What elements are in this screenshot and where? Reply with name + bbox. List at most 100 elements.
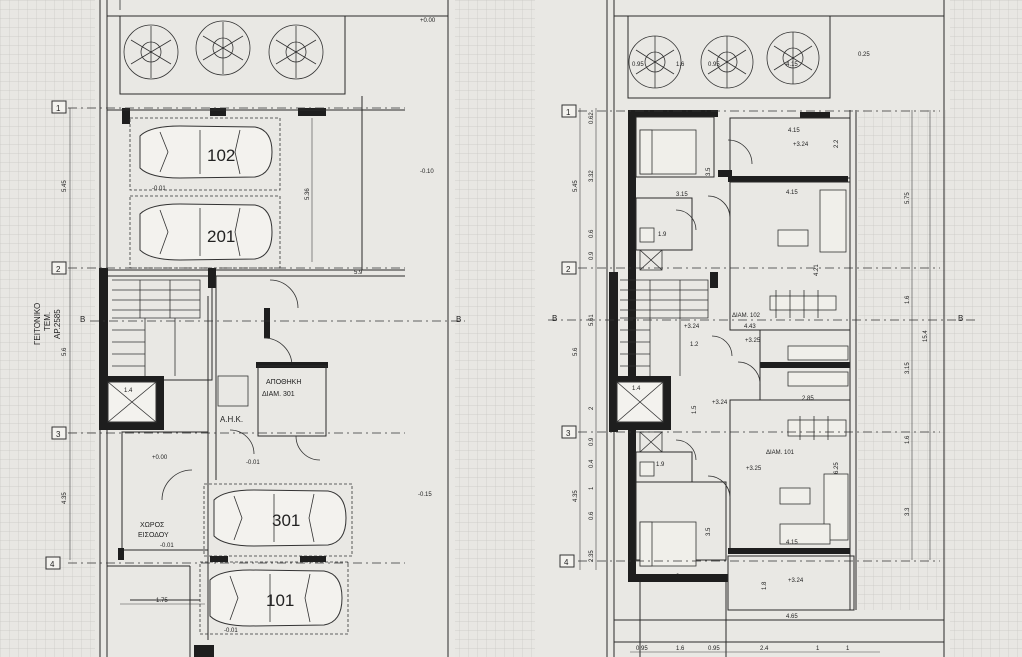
dim-label: 1.6	[905, 295, 911, 304]
car-label-201: 201	[207, 227, 235, 246]
level-mark: -0.15	[418, 492, 432, 498]
dim-label: 3.5	[706, 527, 712, 536]
svg-text:ΓΕΙΤΟΝΙΚΟ: ΓΕΙΤΟΝΙΚΟ	[33, 303, 42, 345]
dim-label: 1	[846, 646, 850, 652]
dim-label: 5.75	[905, 192, 911, 204]
dim-label: 1.5	[692, 405, 698, 414]
dim-label: 0.25	[858, 52, 870, 58]
dim-label: 6.25	[834, 462, 840, 474]
dim-label: 5.6	[62, 347, 68, 356]
dim-label: 0.6	[589, 511, 595, 520]
dim-label: 1.8	[762, 581, 768, 590]
entrance-label-2: ΕΙΣΟΔΟΥ	[138, 532, 169, 539]
level-mark: +3.24	[712, 400, 728, 406]
lift-dim: 1.4	[124, 388, 133, 394]
car-label-101: 101	[266, 591, 294, 610]
car-101-icon	[209, 569, 343, 627]
level-mark: -0.01	[224, 628, 238, 634]
level-mark: -0.10	[420, 169, 434, 175]
dim-label: 1.4	[632, 386, 641, 392]
car-301-icon	[213, 489, 347, 547]
level-mark: -0.01	[152, 186, 166, 192]
dim-label: 0.62	[589, 112, 595, 124]
grid-tag-4: 4	[564, 558, 569, 567]
grid-tag-3: 3	[566, 429, 571, 438]
dim-label: 3.32	[589, 170, 595, 182]
level-mark: +3.25	[745, 338, 761, 344]
grid-tag-4: 4	[50, 560, 55, 569]
level-mark: +0.00	[420, 18, 436, 24]
dim-label: 2.35	[589, 550, 595, 562]
tree-icons	[123, 20, 324, 80]
car-label-301: 301	[272, 511, 300, 530]
dim-label: 0.95	[708, 62, 720, 68]
level-mark: -0.01	[160, 543, 174, 549]
dim-label: 0.4	[589, 459, 595, 468]
dim-label: 0.95	[636, 646, 648, 652]
dim-label: 5.45	[62, 180, 68, 192]
dim-label: 0.95	[708, 646, 720, 652]
level-mark: +3.24	[684, 324, 700, 330]
dim-label: 1.6	[676, 62, 685, 68]
section-marker-b: B	[552, 314, 557, 323]
ground-floor-plan: 102 201 ΓΕΙΤΟΝΙΚΟ ΤΕΜ. ΑΡ.2585 1.4 ΑΠΟΘΗ…	[33, 0, 449, 657]
dim-label: 4.15	[786, 62, 798, 68]
dim-label: 1.2	[690, 342, 699, 348]
dim-label: 2.2	[834, 139, 840, 148]
dim-label: 15.4	[923, 330, 929, 342]
dim-label: 3.3	[905, 507, 911, 516]
dim-label: 1.9	[658, 232, 667, 238]
dim-label: 4.35	[62, 492, 68, 504]
dim-label: 1	[816, 646, 820, 652]
dim-label: 5.6	[573, 347, 579, 356]
storage-apartment-label: ΔΙΑΜ. 301	[262, 391, 295, 398]
dim-label: 5.36	[305, 188, 311, 200]
dim-label: 3.15	[905, 362, 911, 374]
level-mark: +3.24	[788, 578, 804, 584]
svg-text:ΤΕΜ.: ΤΕΜ.	[43, 312, 52, 331]
storage-label: ΑΠΟΘΗΚΗ	[266, 379, 301, 386]
dim-label: 1.6	[905, 435, 911, 444]
dim-label: 0.6	[589, 229, 595, 238]
dim-label: 5.45	[573, 180, 579, 192]
dim-label: 4.15	[786, 540, 798, 546]
dim-label: 1.6	[676, 646, 685, 652]
dim-label: 3	[676, 574, 680, 580]
dim-label: 0.95	[632, 62, 644, 68]
dim-label: 4.15	[788, 128, 800, 134]
entrance-label: ΧΩΡΟΣ	[140, 522, 165, 529]
dim-label: 1.9	[656, 462, 665, 468]
section-marker-b: B	[456, 315, 461, 324]
dim-label: 2	[589, 406, 595, 410]
section-marker-b: B	[958, 314, 963, 323]
dim-label: 0.9	[589, 251, 595, 260]
car-label-102: 102	[207, 146, 235, 165]
grid-tags-right: 1 2 3 4 B B	[552, 104, 963, 568]
apartment-label-101: ΔΙΑΜ. 101	[766, 450, 795, 456]
apartment-label-102: ΔΙΑΜ. 102	[732, 313, 761, 319]
ahk-label: Α.Η.Κ.	[220, 415, 243, 424]
level-mark: -0.01	[246, 460, 260, 466]
dim-label: 4.35	[573, 490, 579, 502]
level-mark: +3.25	[746, 466, 762, 472]
dim-label: 1.75	[156, 598, 168, 604]
grid-tag-1: 1	[566, 108, 571, 117]
grid-tag-2: 2	[566, 265, 571, 274]
tree-icons	[628, 31, 820, 89]
level-mark: +0.00	[152, 455, 168, 461]
grid-lines-right	[548, 110, 975, 562]
dim-label: 4.21	[814, 264, 820, 276]
grid-tags-left: 1 2 3 4 B B	[45, 100, 461, 570]
level-mark: +3.24	[793, 142, 809, 148]
dim-label: 3.5	[706, 167, 712, 176]
dim-label: 3.15	[676, 192, 688, 198]
svg-text:ΑΡ.2585: ΑΡ.2585	[53, 309, 62, 339]
dim-label: 2.85	[802, 396, 814, 402]
dim-label: 4.65	[786, 614, 798, 620]
dim-label: 5.9	[354, 270, 363, 276]
section-marker-b: B	[80, 315, 85, 324]
dim-label: 2.4	[760, 646, 769, 652]
grid-tag-1: 1	[56, 104, 61, 113]
